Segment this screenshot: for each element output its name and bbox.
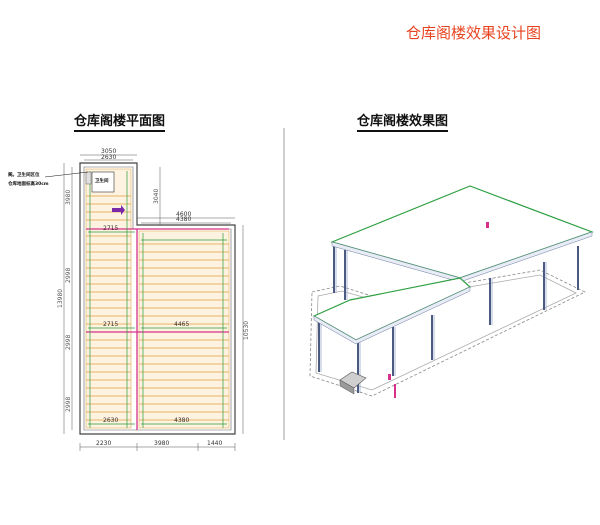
steel-beams	[86, 228, 229, 430]
stair-arrow-marker	[112, 205, 125, 215]
toilet-room-label: 卫生间	[95, 177, 109, 184]
stair-block	[85, 171, 92, 185]
dim-row2-a: 2715	[103, 321, 118, 328]
inner-wall	[83, 166, 232, 431]
dim-bottom-c: 1440	[207, 440, 222, 447]
toilet-room	[91, 171, 115, 193]
dim-right-2: 4380	[176, 216, 191, 223]
right-dimension-lines	[159, 167, 244, 434]
bottom-dimension-lines	[79, 443, 236, 451]
column-highlights	[320, 242, 547, 393]
ground-footprint	[309, 269, 586, 397]
perspective-view-title: 仓库阁楼效果图	[357, 110, 449, 132]
dim-row1-a: 2715	[103, 225, 118, 232]
dim-bottom-inner-a: 2630	[103, 417, 118, 424]
dim-bottom-a: 2230	[96, 440, 111, 447]
dim-left-1: 3980	[65, 190, 72, 205]
dim-top-2: 2630	[101, 154, 116, 161]
dim-right-v1: 3040	[153, 189, 160, 204]
dim-right-1: 4600	[176, 211, 191, 218]
column-markers	[388, 222, 489, 398]
page-title: 仓库阁楼效果设计图	[406, 24, 542, 42]
plan-note-line1: 阁。卫生间区位	[8, 171, 40, 178]
outer-wall	[79, 162, 236, 435]
stair-base-side	[339, 379, 355, 395]
note-leader	[44, 171, 89, 178]
mezzanine-slab-front-edge	[313, 286, 471, 345]
dim-top-1: 3050	[101, 148, 116, 155]
perspective-view	[309, 185, 594, 398]
floor-plan: 卫生间 阁。卫生间区位 仓库地面标高30cm 3050 2630 4600 43…	[7, 148, 250, 451]
dim-left-2: 2998	[65, 268, 72, 283]
dim-row2-b: 4465	[174, 321, 189, 328]
dim-right-v2: 10530	[243, 321, 250, 340]
floor-planks-right	[138, 230, 230, 429]
floor-plan-title: 仓库阁楼平面图	[74, 110, 166, 132]
dim-left-3: 2998	[65, 335, 72, 350]
dim-bottom-inner-b: 4380	[174, 417, 189, 424]
dim-left-total: 13980	[57, 289, 64, 308]
top-dimension-lines	[80, 154, 235, 224]
left-dimension-lines	[63, 163, 73, 434]
dim-bottom-b: 3980	[154, 440, 169, 447]
dim-left-4: 2998	[65, 397, 72, 412]
plan-note-line2: 仓库地面标高30cm	[7, 180, 49, 187]
floor-planks-left	[85, 168, 132, 429]
mezzanine-slab-back	[330, 185, 594, 279]
support-columns	[318, 242, 579, 393]
inner-dimension-lines	[88, 171, 227, 428]
